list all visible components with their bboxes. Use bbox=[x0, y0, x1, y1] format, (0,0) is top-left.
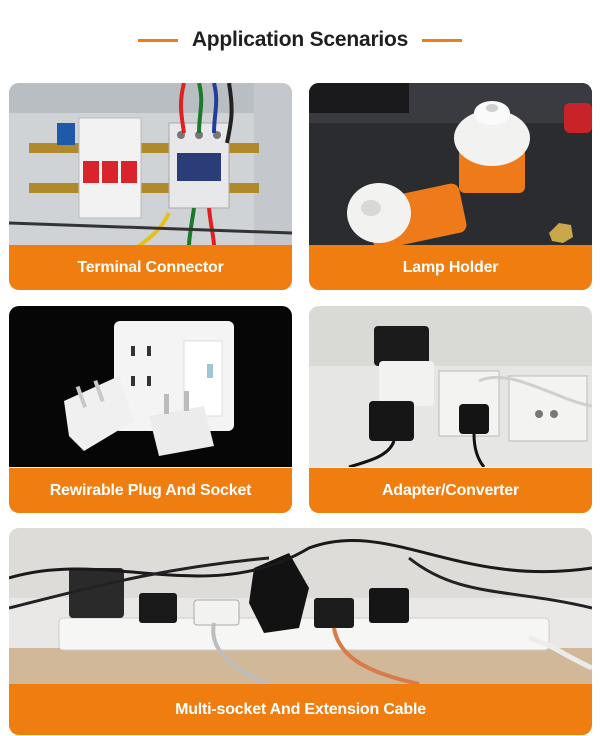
extension-cable-photo bbox=[9, 528, 592, 684]
lamp-holder-photo bbox=[309, 83, 592, 246]
card-label: Lamp Holder bbox=[309, 245, 592, 290]
card-label: Rewirable Plug And Socket bbox=[9, 468, 292, 513]
header-left-rule bbox=[137, 38, 178, 42]
rewirable-plug-socket-photo bbox=[9, 306, 292, 467]
header-right-rule bbox=[422, 38, 463, 42]
card-label: Multi-socket And Extension Cable bbox=[9, 684, 592, 735]
card-terminal-connector: Terminal Connector bbox=[9, 83, 292, 290]
card-adapter-converter: Adapter/Converter bbox=[309, 306, 592, 513]
page-title: Application Scenarios bbox=[191, 28, 409, 51]
card-lamp-holder: Lamp Holder bbox=[309, 83, 592, 290]
card-rewirable-plug-socket: Rewirable Plug And Socket bbox=[9, 306, 292, 513]
section-header: Application Scenarios bbox=[0, 18, 600, 62]
adapter-converter-photo bbox=[309, 306, 592, 467]
card-label: Adapter/Converter bbox=[309, 468, 592, 513]
card-label: Terminal Connector bbox=[9, 245, 292, 290]
card-extension-cable: Multi-socket And Extension Cable bbox=[9, 528, 592, 735]
terminal-connector-photo bbox=[9, 83, 292, 246]
